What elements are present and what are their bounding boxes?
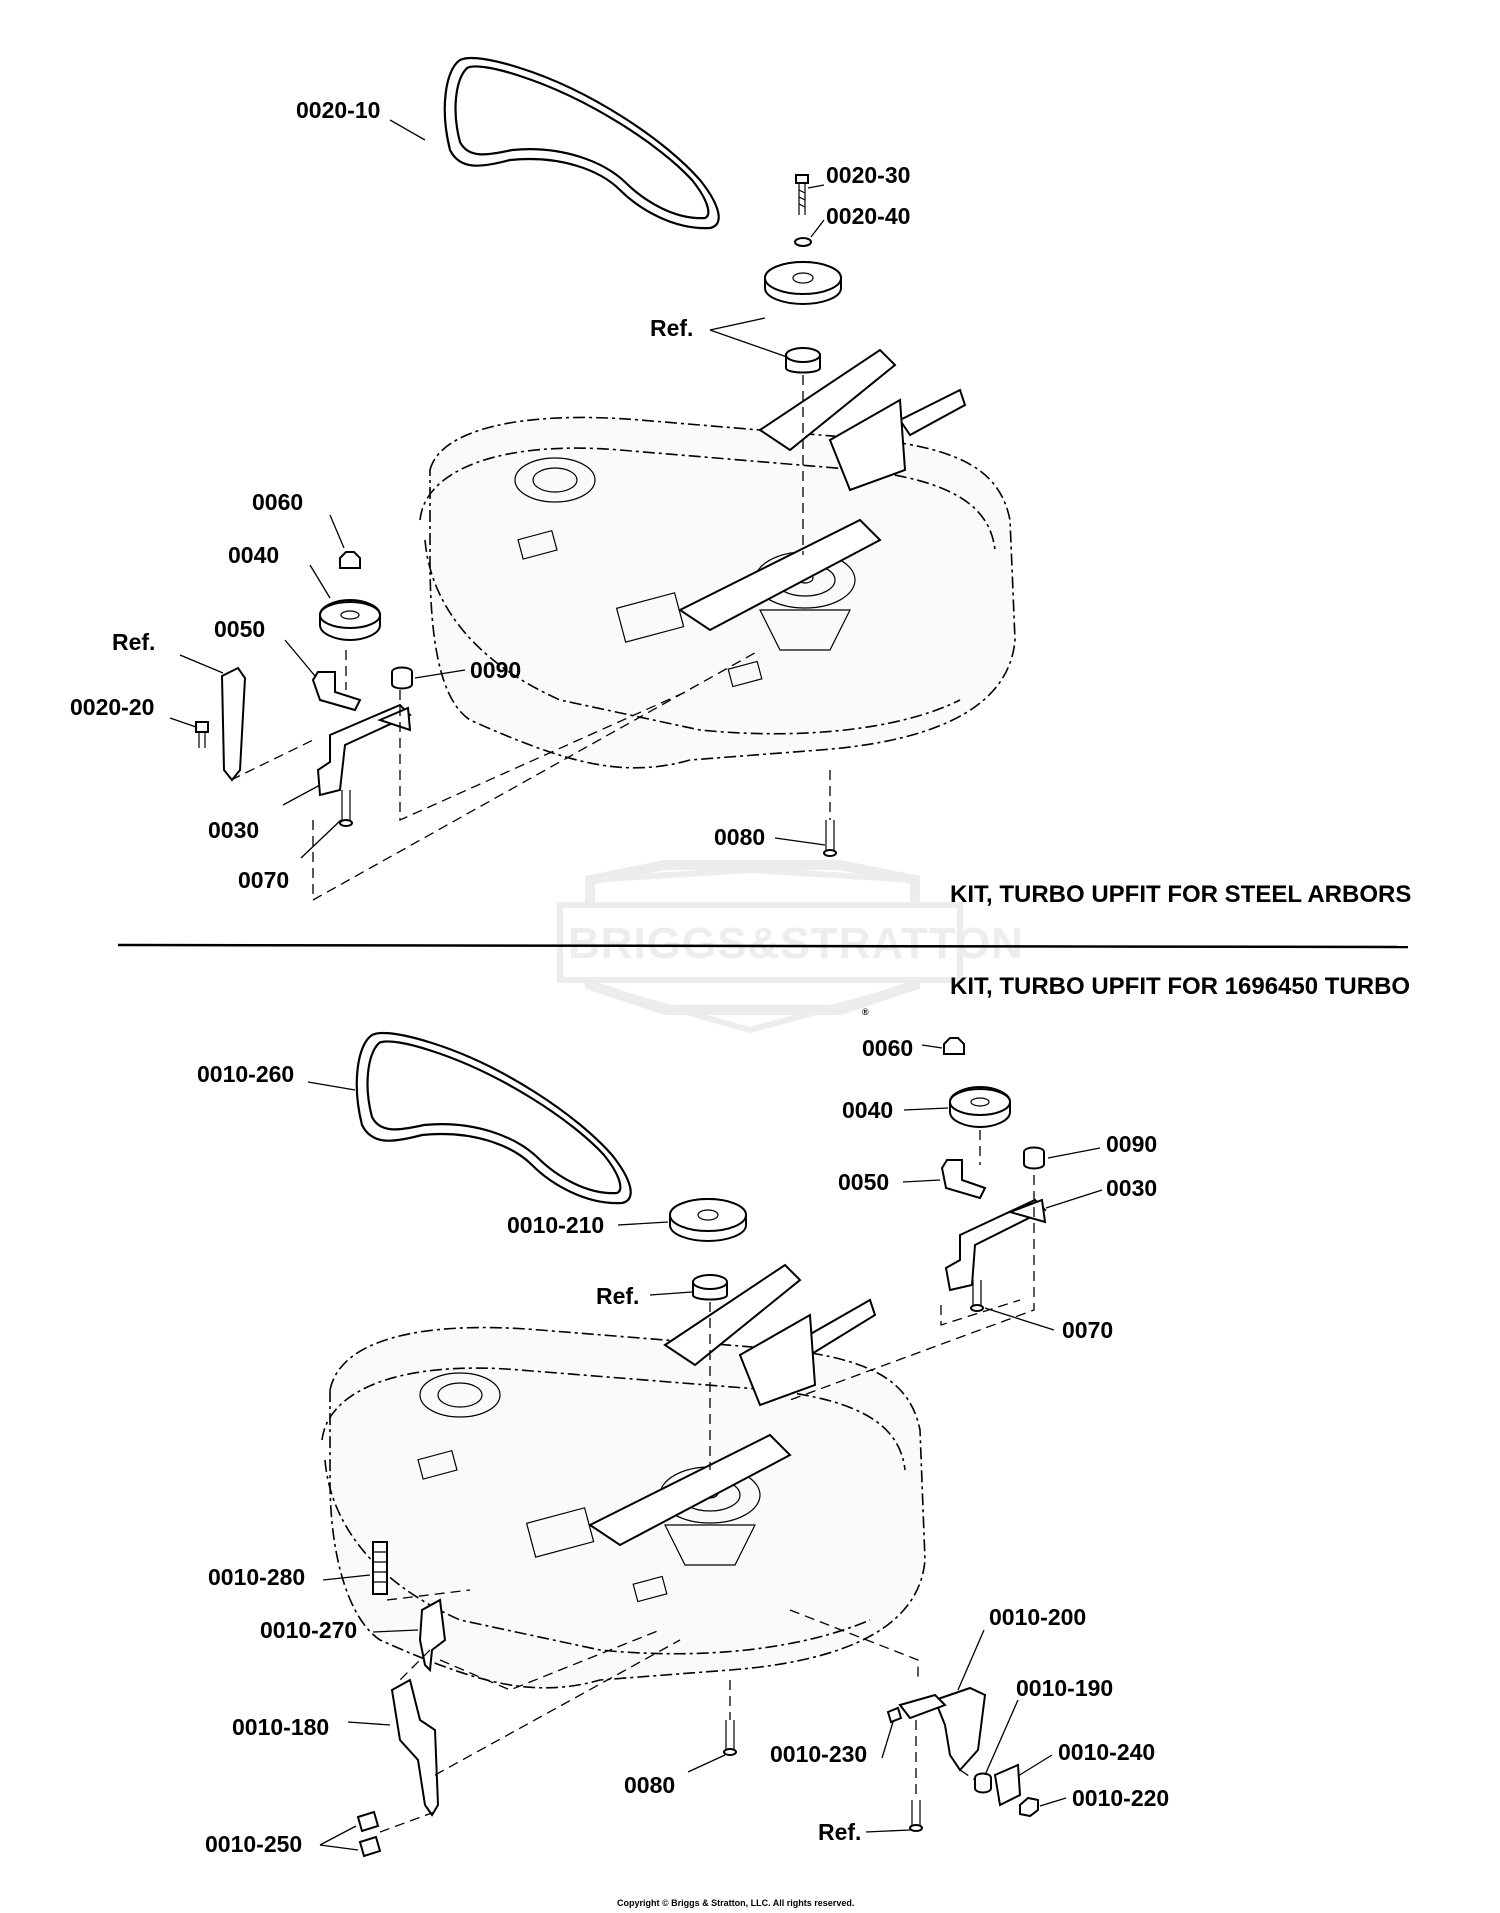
bottom-label-0010-200: 0010-200 <box>989 1604 1086 1630</box>
bottom-label-decal: 0010-280 <box>208 1564 305 1590</box>
top-label-0030: 0030 <box>208 817 259 843</box>
bottom-label-pulley: 0010-210 <box>507 1212 604 1238</box>
bottom-deck-idler-arm <box>588 1263 877 1547</box>
top-kit-drawing <box>195 56 1016 902</box>
bottom-label-0010-240: 0010-240 <box>1058 1739 1155 1765</box>
top-label-0090: 0090 <box>470 657 521 683</box>
bottom-screw-0080 <box>723 1720 737 1756</box>
section-divider <box>117 943 1409 949</box>
bottom-nut-0060 <box>943 1037 965 1055</box>
bottom-screw-0070 <box>970 1280 984 1312</box>
bottom-spacer-0010-190 <box>974 1772 992 1794</box>
top-idler-0040 <box>319 598 381 642</box>
bottom-idler-0040 <box>949 1085 1011 1129</box>
top-belt <box>443 56 720 230</box>
bottom-nut-0090 <box>1023 1146 1045 1170</box>
bottom-label-0070: 0070 <box>1062 1317 1113 1343</box>
top-kit-title: KIT, TURBO UPFIT FOR STEEL ARBORS <box>950 881 1411 908</box>
bottom-decal-0010-280 <box>372 1541 388 1595</box>
bottom-label-0030: 0030 <box>1106 1175 1157 1201</box>
top-nut-0090 <box>391 666 413 690</box>
bottom-bracket-0010-200 <box>898 1686 987 1772</box>
top-label-0070: 0070 <box>238 867 289 893</box>
top-screw-0080 <box>823 820 837 857</box>
watermark-logo: BRIGGS&STRATTON ® <box>557 860 1024 1034</box>
top-arm-0030 <box>316 703 412 797</box>
top-label-bolt: 0020-30 <box>826 162 910 188</box>
top-nut-0060 <box>339 551 361 569</box>
top-leaders <box>169 119 826 859</box>
top-bolt-0020-30 <box>795 174 809 215</box>
bottom-pulley-0010-210 <box>669 1197 747 1243</box>
top-deck-idler-arm <box>678 348 967 632</box>
bottom-label-0010-180: 0010-180 <box>232 1714 329 1740</box>
top-bracket-0050 <box>311 671 362 712</box>
bottom-label-0040: 0040 <box>842 1097 893 1123</box>
bottom-label-0090: 0090 <box>1106 1131 1157 1157</box>
copyright-notice: Copyright © Briggs & Stratton, LLC. All … <box>617 1898 854 1908</box>
bottom-screw-0010-230 <box>886 1706 903 1724</box>
bottom-kit-drawing <box>321 1031 1047 1858</box>
bottom-ref-spacer <box>692 1274 728 1301</box>
top-ref-bracket <box>220 666 247 782</box>
top-label-washer: 0020-40 <box>826 203 910 229</box>
top-bolt-0020-20 <box>195 721 209 748</box>
bottom-label-0010-270: 0010-270 <box>260 1617 357 1643</box>
bottom-leaders <box>307 1044 1103 1851</box>
top-label-0050: 0050 <box>214 616 265 642</box>
bottom-nut-0010-220 <box>1019 1796 1039 1818</box>
watermark-registered: ® <box>862 1007 869 1017</box>
top-label-0020-20: 0020-20 <box>70 694 154 720</box>
bottom-kit-title: KIT, TURBO UPFIT FOR 1696450 TURBO <box>950 973 1410 1000</box>
bottom-label-0010-230: 0010-230 <box>770 1741 867 1767</box>
bottom-plate-0010-180 <box>390 1678 440 1817</box>
bottom-label-0060: 0060 <box>862 1035 913 1061</box>
bottom-bracket-0050 <box>940 1159 987 1200</box>
bottom-label-0010-250: 0010-250 <box>205 1831 302 1857</box>
bottom-bracket-0010-240 <box>993 1763 1022 1807</box>
bottom-label-0080: 0080 <box>624 1772 675 1798</box>
top-label-0060: 0060 <box>252 489 303 515</box>
top-screw-0070 <box>339 790 353 827</box>
bottom-bolts-0010-250 <box>356 1810 382 1858</box>
bottom-arm-0030 <box>944 1198 1047 1292</box>
bottom-label-ref-screw: Ref. <box>818 1819 861 1845</box>
bottom-label-belt: 0010-260 <box>197 1061 294 1087</box>
top-label-ref-pulley: Ref. <box>650 315 693 341</box>
top-spacer <box>785 347 821 374</box>
bottom-label-ref-spacer: Ref. <box>596 1283 639 1309</box>
bottom-label-0050: 0050 <box>838 1169 889 1195</box>
top-label-0040: 0040 <box>228 542 279 568</box>
top-label-belt: 0020-10 <box>296 97 380 123</box>
top-pulley <box>764 260 842 306</box>
bottom-label-0010-220: 0010-220 <box>1072 1785 1169 1811</box>
top-label-ref-bracket: Ref. <box>112 629 155 655</box>
bottom-ref-screw <box>909 1800 923 1832</box>
top-label-0080: 0080 <box>714 824 765 850</box>
bottom-belt <box>355 1031 632 1205</box>
watermark-text: BRIGGS&STRATTON <box>568 919 1024 968</box>
bottom-label-0010-190: 0010-190 <box>1016 1675 1113 1701</box>
top-washer <box>794 237 812 247</box>
bottom-plate-0010-270 <box>418 1598 447 1673</box>
